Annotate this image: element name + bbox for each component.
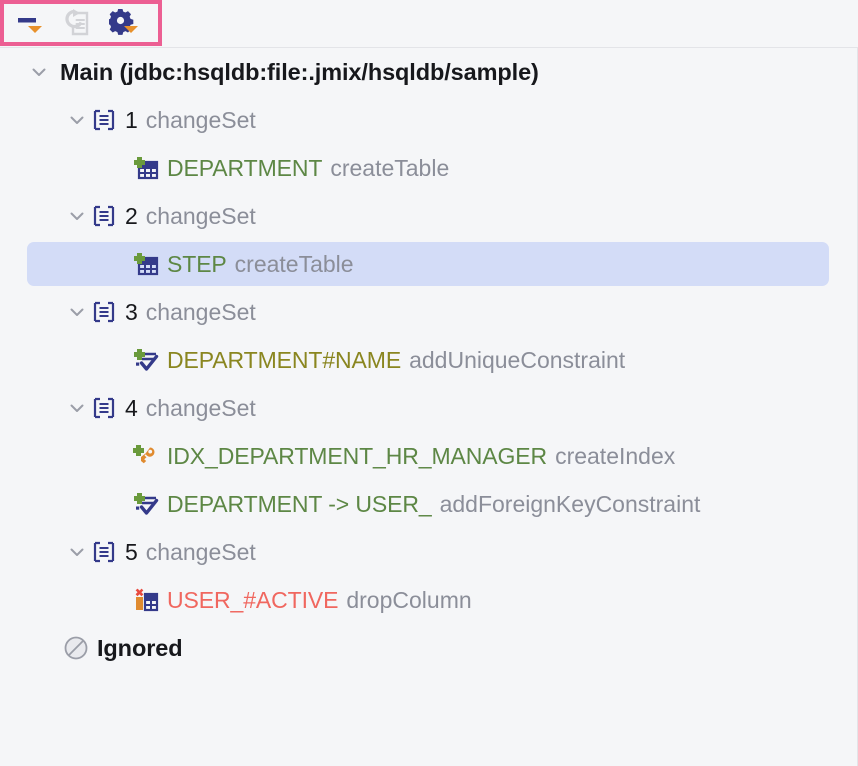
changeset-number: 1 [125,106,138,133]
changeset-number: 2 [125,202,138,229]
chevron-down-icon[interactable] [26,59,52,85]
create-table-icon [132,251,160,277]
tree-row-changeset[interactable]: 3 changeSet [0,288,857,336]
chevron-down-icon[interactable] [64,107,90,133]
add-foreign-key-constraint-icon [132,491,160,517]
changeset-type-label: changeSet [145,298,256,325]
chevron-down-icon[interactable] [64,203,90,229]
change-item-name: IDX_DEPARTMENT_HR_MANAGER [167,442,548,469]
refresh-document-icon [65,9,89,36]
create-index-icon [132,443,160,469]
change-item-name: DEPARTMENT -> USER_ [167,490,432,517]
tree-row-ignored[interactable]: Ignored [0,624,857,672]
root-label: Main (jdbc:hsqldb:file:.jmix/hsqldb/samp… [60,58,539,85]
tree-row-changeset[interactable]: 1 changeSet [0,96,857,144]
change-item-name: USER_#ACTIVE [167,586,339,613]
add-unique-constraint-icon [132,347,160,373]
tree-row-change-item[interactable]: USER_#ACTIVE dropColumn [0,576,857,624]
changeset-icon [90,395,118,421]
tree-row-change-item[interactable]: DEPARTMENT createTable [0,144,857,192]
changeset-icon [90,107,118,133]
changeset-type-label: changeSet [145,394,256,421]
change-item-name: STEP [167,250,227,277]
tree-row-change-item[interactable]: IDX_DEPARTMENT_HR_MANAGER createIndex [0,432,857,480]
changeset-icon [90,203,118,229]
create-table-icon [132,155,160,181]
change-item-action: createTable [330,154,450,181]
tree-row-change-item[interactable]: DEPARTMENT -> USER_ addForeignKeyConstra… [0,480,857,528]
minus-dropdown-icon [18,18,42,33]
change-item-action: addUniqueConstraint [409,346,626,373]
settings-dropdown-button[interactable] [106,8,144,38]
tree-row-root[interactable]: Main (jdbc:hsqldb:file:.jmix/hsqldb/samp… [0,48,857,96]
change-item-name: DEPARTMENT [167,154,323,181]
changeset-type-label: changeSet [145,106,256,133]
tree-row-changeset[interactable]: 2 changeSet [0,192,857,240]
toolbar [0,0,858,48]
ignored-circle-slash-icon [62,635,90,661]
changeset-number: 4 [125,394,138,421]
chevron-down-icon[interactable] [64,299,90,325]
changeset-icon [90,299,118,325]
change-item-action: createIndex [555,442,676,469]
collapse-all-dropdown-button[interactable] [12,8,50,38]
change-item-action: addForeignKeyConstraint [439,490,701,517]
changeset-type-label: changeSet [145,202,256,229]
refresh-script-button[interactable] [58,8,96,38]
tree-row-change-item[interactable]: DEPARTMENT#NAME addUniqueConstraint [0,336,857,384]
tree-row-changeset[interactable]: 5 changeSet [0,528,857,576]
ignored-label: Ignored [97,634,183,661]
chevron-down-icon[interactable] [64,539,90,565]
change-item-action: createTable [234,250,354,277]
chevron-down-icon[interactable] [64,395,90,421]
change-item-action: dropColumn [346,586,472,613]
tree-row-changeset[interactable]: 4 changeSet [0,384,857,432]
changeset-number: 5 [125,538,138,565]
changelog-tree: Main (jdbc:hsqldb:file:.jmix/hsqldb/samp… [0,48,858,766]
drop-column-icon [132,587,160,613]
changeset-icon [90,539,118,565]
tree-row-change-item-selected[interactable]: STEP createTable [0,240,857,288]
changeset-number: 3 [125,298,138,325]
changeset-type-label: changeSet [145,538,256,565]
change-item-name: DEPARTMENT#NAME [167,346,402,373]
gear-dropdown-icon [109,9,138,35]
